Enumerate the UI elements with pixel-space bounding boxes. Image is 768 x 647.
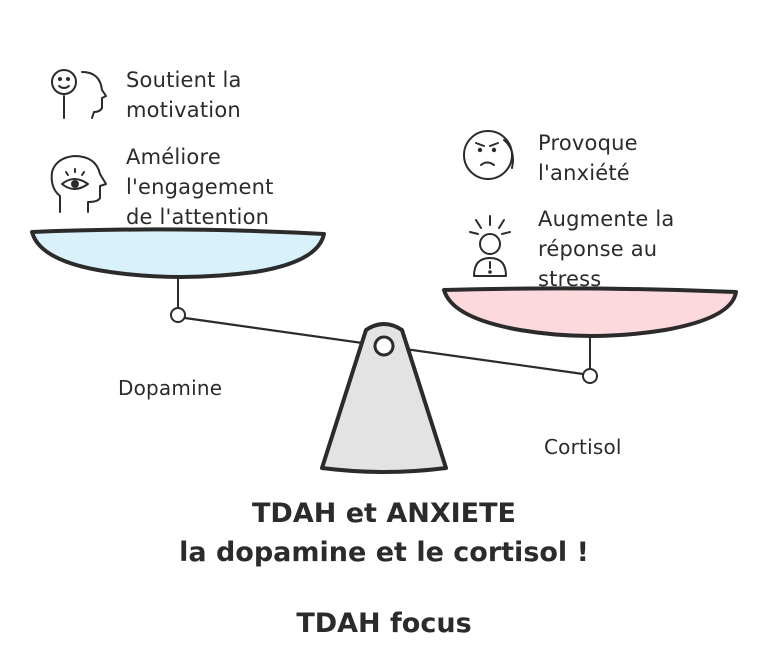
title-line-2: la dopamine et le cortisol ! (179, 537, 589, 568)
left-item-2-line-1: Améliore (126, 145, 221, 169)
right-item-1-line-2: l'anxiété (538, 161, 630, 185)
cortisol-label: Cortisol (544, 435, 622, 459)
left-joint (170, 307, 186, 323)
right-pan (442, 286, 738, 338)
right-joint (582, 368, 598, 384)
smiling-face-profile-icon (51, 69, 107, 119)
right-item-2-line-3: stress (538, 267, 602, 291)
left-pan (30, 227, 326, 279)
stressed-person-icon (469, 215, 511, 277)
dopamine-label: Dopamine (118, 376, 223, 400)
right-item-1-text: Provoque l'anxiété (538, 128, 638, 188)
right-item-2-line-2: réponse au (538, 237, 658, 261)
head-with-eye-icon (50, 155, 107, 213)
fulcrum (320, 322, 448, 474)
left-item-2-line-3: de l'attention (126, 205, 270, 229)
left-item-1-line-1: Soutient la (126, 68, 242, 92)
left-item-2-line-2: l'engagement (126, 175, 274, 199)
left-item-1-text: Soutient la motivation (126, 65, 242, 125)
right-item-2-line-1: Augmente la (538, 207, 675, 231)
worried-face-icon (463, 130, 514, 180)
right-item-2-text: Augmente la réponse au stress (538, 204, 674, 294)
title-line-1: TDAH et ANXIETE (251, 498, 516, 529)
left-item-1-line-2: motivation (126, 98, 241, 122)
fulcrum-pivot (373, 335, 395, 357)
left-item-2-text: Améliore l'engagement de l'attention (126, 142, 274, 232)
title-line-3: TDAH focus (296, 608, 472, 639)
right-item-1-line-1: Provoque (538, 131, 638, 155)
